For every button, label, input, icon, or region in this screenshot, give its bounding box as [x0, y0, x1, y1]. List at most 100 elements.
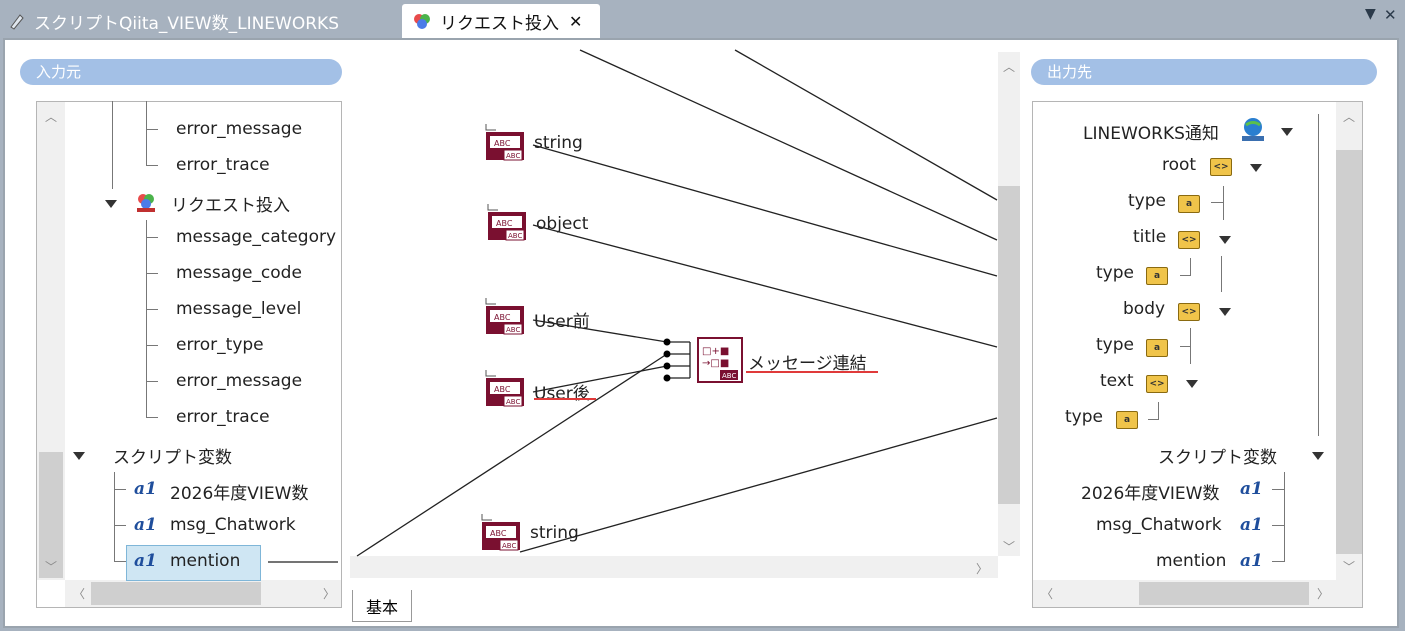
expand-icon[interactable]	[73, 452, 85, 460]
tree-item-error-message[interactable]: error_message	[176, 371, 303, 391]
string-function-icon[interactable]: ABC ABC	[484, 296, 526, 336]
node-message-concat[interactable]: メッセージ連結	[748, 354, 867, 374]
svg-text:ABC: ABC	[494, 385, 511, 394]
variable-icon: a1	[134, 479, 157, 499]
tree-item-message-category[interactable]: message_category	[176, 227, 337, 247]
expand-icon[interactable]	[1219, 236, 1231, 244]
mapping-canvas[interactable]: ︿ ﹀ 〉	[350, 44, 1020, 586]
output-hscroll[interactable]: 〈 〉	[1033, 580, 1362, 607]
dropdown-icon[interactable]: ▼	[1365, 6, 1376, 22]
scroll-up-icon[interactable]: ︿	[1003, 60, 1016, 74]
scroll-down-icon[interactable]: ﹀	[1003, 540, 1016, 554]
tree-item-view-count[interactable]: 2026年度VIEW数	[1081, 484, 1220, 504]
tree-item-error-trace[interactable]: error_trace	[176, 407, 270, 427]
concat-function-icon[interactable]: □+■→□■ ABC	[696, 336, 744, 384]
scroll-up-icon[interactable]: ︿	[1343, 110, 1356, 124]
svg-text:→□■: →□■	[702, 358, 729, 369]
svg-text:□+■: □+■	[702, 346, 729, 357]
string-field-icon: a	[1178, 195, 1200, 213]
scroll-down-icon[interactable]: ﹀	[45, 560, 58, 574]
scroll-right-icon[interactable]: 〉	[1317, 587, 1330, 601]
tab-script[interactable]: スクリプトQiita_VIEW数_LINEWORKS	[8, 4, 339, 38]
svg-text:ABC: ABC	[722, 372, 736, 380]
node-string[interactable]: string	[530, 523, 579, 543]
input-vscroll[interactable]: ︿ ﹀	[37, 102, 65, 580]
input-hscroll[interactable]: 〈 〉	[65, 580, 341, 607]
tree-item-type[interactable]: type	[1128, 191, 1166, 211]
tree-item-text[interactable]: text	[1100, 371, 1134, 391]
canvas-hscroll[interactable]: 〉	[350, 556, 998, 578]
tree-item-mention[interactable]: mention	[170, 551, 241, 571]
svg-text:ABC: ABC	[506, 152, 520, 160]
tree-item-msg-chatwork[interactable]: msg_Chatwork	[170, 515, 296, 535]
scroll-up-icon[interactable]: ︿	[45, 110, 58, 124]
output-panel-header: 出力先	[1031, 59, 1377, 85]
tree-item-script-vars[interactable]: スクリプト変数	[113, 448, 232, 468]
expand-icon[interactable]	[1250, 164, 1262, 172]
scroll-thumb[interactable]	[998, 186, 1020, 504]
variable-icon: a1	[1240, 479, 1263, 499]
canvas-vscroll[interactable]: ︿ ﹀	[998, 52, 1020, 556]
tree-item-script-vars[interactable]: スクリプト変数	[1158, 448, 1277, 468]
tree-item-title[interactable]: title	[1133, 227, 1167, 247]
string-function-icon[interactable]: ABC ABC	[486, 202, 528, 242]
string-function-icon[interactable]: ABC ABC	[484, 368, 526, 408]
scroll-down-icon[interactable]: ﹀	[1343, 560, 1356, 574]
tab-request[interactable]: リクエスト投入 ✕	[402, 4, 600, 38]
node-user-before[interactable]: User前	[534, 312, 590, 332]
tree-item-error-type[interactable]: error_type	[176, 335, 264, 355]
scroll-left-icon[interactable]: 〈	[73, 587, 86, 601]
expand-icon[interactable]	[1312, 452, 1324, 460]
tree-item-view-count[interactable]: 2026年度VIEW数	[170, 484, 309, 504]
close-icon[interactable]: ✕	[569, 11, 583, 31]
tree-item-message-code[interactable]: message_code	[176, 263, 302, 283]
expand-icon[interactable]	[1186, 380, 1198, 388]
svg-text:ABC: ABC	[506, 398, 520, 406]
expand-icon[interactable]	[105, 200, 117, 208]
scroll-thumb[interactable]	[39, 452, 63, 578]
tree-item-msg-chatwork[interactable]: msg_Chatwork	[1096, 515, 1222, 535]
scroll-right-icon[interactable]: 〉	[323, 587, 336, 601]
node-user-after[interactable]: User後	[534, 384, 590, 404]
object-icon: <>	[1178, 303, 1200, 321]
variable-icon: a1	[1240, 515, 1263, 535]
scroll-thumb[interactable]	[1336, 150, 1362, 554]
output-vscroll[interactable]: ︿ ﹀	[1336, 102, 1362, 580]
node-object[interactable]: object	[536, 214, 589, 234]
tree-item-type[interactable]: type	[1065, 407, 1103, 427]
expand-icon[interactable]	[1219, 308, 1231, 316]
input-tree: ︿ ﹀ 〈 〉	[36, 101, 342, 608]
tree-item-root[interactable]: root	[1162, 155, 1197, 175]
object-icon: <>	[1210, 158, 1232, 176]
node-string[interactable]: string	[534, 133, 583, 153]
expand-icon[interactable]	[1281, 128, 1293, 136]
close-window-icon[interactable]: ✕	[1384, 6, 1397, 24]
svg-text:ABC: ABC	[508, 232, 522, 240]
svg-text:ABC: ABC	[506, 326, 520, 334]
tree-item-body[interactable]: body	[1123, 299, 1166, 319]
tree-item-error-trace[interactable]: error_trace	[176, 155, 270, 175]
tree-item-request[interactable]: リクエスト投入	[171, 196, 290, 216]
rest-api-icon	[1242, 118, 1264, 141]
tree-item-mention[interactable]: mention	[1156, 551, 1227, 571]
tab-label: リクエスト投入	[440, 13, 559, 34]
script-icon	[8, 12, 26, 30]
scroll-left-icon[interactable]: 〈	[1041, 587, 1054, 601]
tree-item-lineworks[interactable]: LINEWORKS通知	[1083, 124, 1219, 144]
svg-text:ABC: ABC	[494, 313, 511, 322]
tree-item-type[interactable]: type	[1096, 263, 1134, 283]
tab-basic[interactable]: 基本	[352, 590, 412, 622]
object-icon: <>	[1178, 231, 1200, 249]
scroll-thumb[interactable]	[91, 582, 261, 605]
scroll-right-icon[interactable]: 〉	[976, 562, 989, 576]
variable-flag-icon: a1	[134, 551, 157, 571]
tree-item-type[interactable]: type	[1096, 335, 1134, 355]
svg-text:ABC: ABC	[496, 219, 513, 228]
object-icon: <>	[1146, 375, 1168, 393]
scroll-thumb[interactable]	[1139, 582, 1309, 605]
tree-item-error-message[interactable]: error_message	[176, 119, 303, 139]
tree-item-message-level[interactable]: message_level	[176, 299, 302, 319]
